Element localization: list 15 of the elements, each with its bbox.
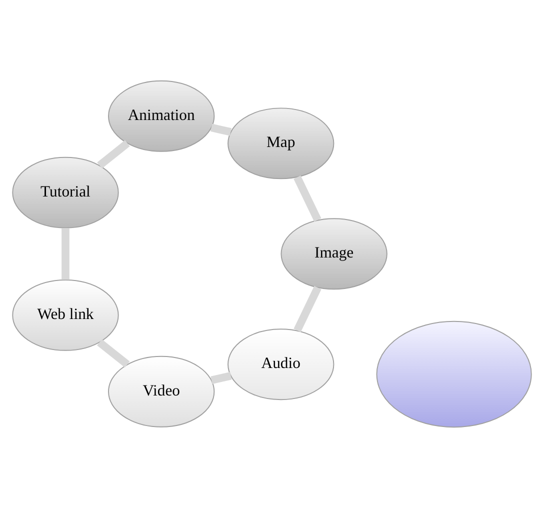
connector	[97, 339, 130, 368]
connector	[62, 228, 70, 280]
connector	[294, 175, 322, 222]
node-ellipse: Animation	[108, 80, 215, 152]
connector	[97, 140, 130, 168]
node-ellipse: Audio	[228, 328, 334, 400]
node-ellipse	[376, 320, 532, 428]
connector	[294, 286, 322, 332]
connector	[210, 372, 232, 384]
connector	[210, 124, 232, 136]
node-ellipse: Map	[228, 108, 334, 180]
node-ellipse: Tutorial	[12, 156, 119, 228]
node-ellipse: Video	[108, 356, 215, 428]
node-ellipse: Image	[280, 218, 388, 290]
node-ellipse: Web link	[12, 279, 119, 351]
